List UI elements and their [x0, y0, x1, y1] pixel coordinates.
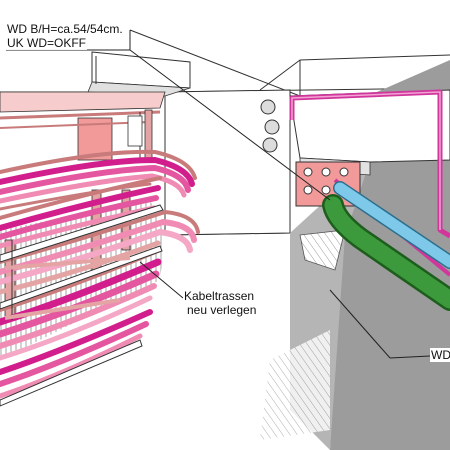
cable-tray-label-line1: Kabeltrassen	[183, 289, 256, 303]
lower-hatch	[260, 330, 330, 440]
tray-rails	[0, 204, 164, 407]
circle-opening-icon	[262, 137, 278, 153]
circle-opening-icon	[264, 119, 280, 135]
wall-duct-level-label: UK WD=OKFF	[6, 36, 88, 50]
cable-tray-row-3	[0, 209, 200, 295]
wall-hatch	[299, 229, 346, 271]
wall-duct-openings	[260, 99, 280, 153]
circle-opening-icon	[260, 99, 276, 115]
upper-tray-frame	[0, 91, 166, 161]
cable-tray-label-line2: neu verlegen	[186, 303, 258, 317]
wall-duct-right-label: WD	[430, 348, 450, 362]
wall-duct-size-label: WD B/H=ca.54/54cm.	[6, 22, 124, 36]
ceiling-beam	[289, 89, 450, 163]
cable-tray-row-2	[0, 176, 162, 249]
cable-tray-row-5	[0, 309, 153, 399]
ceiling-duct	[87, 51, 191, 97]
tray-braces	[4, 256, 131, 320]
leader-lines	[6, 30, 431, 359]
